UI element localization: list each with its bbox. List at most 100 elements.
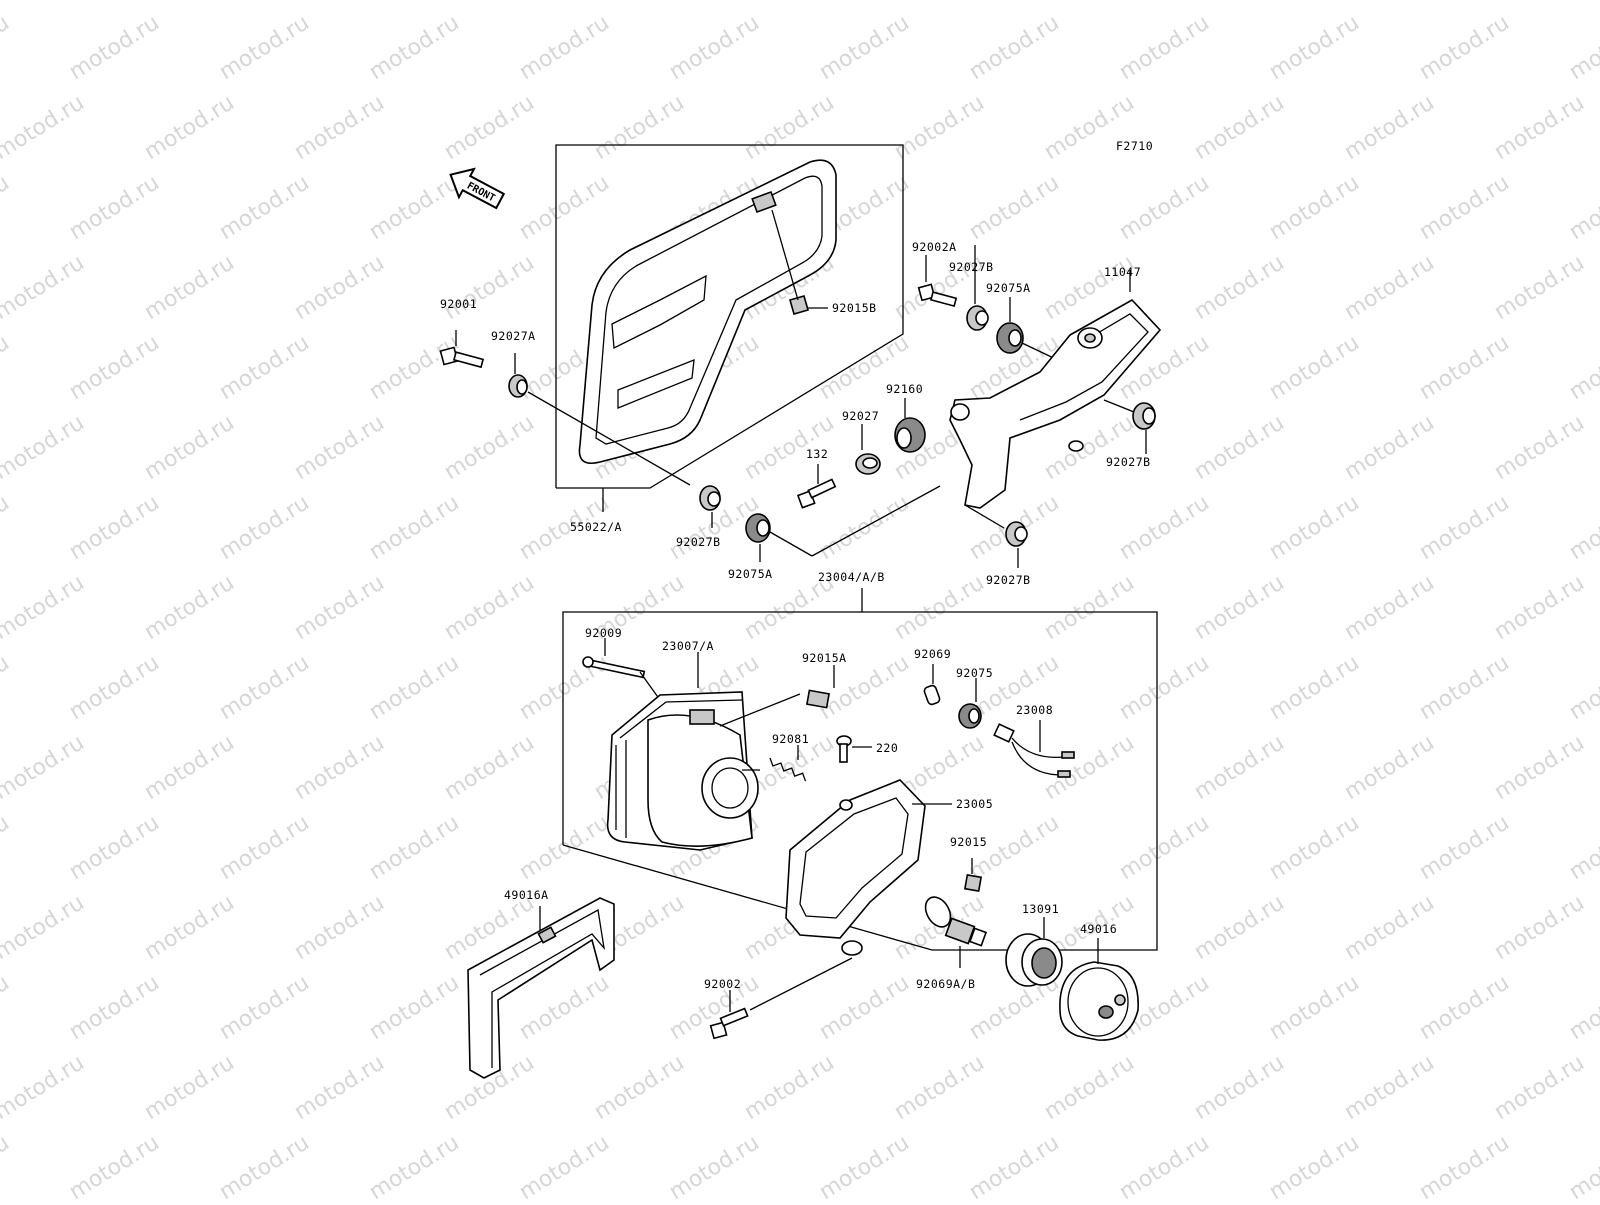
watermark-text: motod.ru bbox=[1490, 570, 1589, 645]
watermark-text: motod.ru bbox=[590, 0, 689, 5]
watermark-text: motod.ru bbox=[590, 90, 689, 165]
socket-23008-part bbox=[993, 720, 1075, 778]
watermark-text: motod.ru bbox=[1490, 250, 1589, 325]
label-92015a: 92015A bbox=[802, 651, 847, 665]
watermark-text: motod.ru bbox=[215, 650, 314, 725]
watermark-text: motod.ru bbox=[140, 0, 239, 5]
watermark-text: motod.ru bbox=[740, 0, 839, 5]
watermark-text: motod.ru bbox=[665, 10, 764, 85]
watermark-text: motod.ru bbox=[0, 10, 14, 85]
label-92075a-bottom: 92075A bbox=[728, 567, 773, 581]
watermark-text: motod.ru bbox=[0, 1130, 14, 1200]
watermark-text: motod.ru bbox=[365, 490, 464, 565]
watermark-text: motod.ru bbox=[1190, 90, 1289, 165]
label-92002: 92002 bbox=[704, 977, 741, 991]
label-92075a-top: 92075A bbox=[986, 281, 1031, 295]
watermark-text: motod.ru bbox=[1565, 650, 1600, 725]
label-132: 132 bbox=[806, 447, 828, 461]
watermark-text: motod.ru bbox=[1565, 10, 1600, 85]
watermark-text: motod.ru bbox=[1190, 250, 1289, 325]
watermark-text: motod.ru bbox=[140, 90, 239, 165]
watermark-text: motod.ru bbox=[0, 330, 14, 405]
watermark-text: motod.ru bbox=[1265, 490, 1364, 565]
watermark-text: motod.ru bbox=[440, 570, 539, 645]
watermark-text: motod.ru bbox=[1115, 170, 1214, 245]
watermark-text: motod.ru bbox=[1265, 1130, 1364, 1200]
watermark-text: motod.ru bbox=[1265, 970, 1364, 1045]
label-92027b-bottom: 92027B bbox=[986, 573, 1031, 587]
watermark-text: motod.ru bbox=[1415, 810, 1514, 885]
watermark-text: motod.ru bbox=[365, 810, 464, 885]
label-92001: 92001 bbox=[440, 297, 477, 311]
watermark-text: motod.ru bbox=[365, 10, 464, 85]
watermark-text: motod.ru bbox=[1040, 90, 1139, 165]
watermark-text: motod.ru bbox=[0, 810, 14, 885]
screw-220-part bbox=[836, 735, 872, 763]
upper-cowl-part bbox=[578, 159, 837, 464]
watermark-text: motod.ru bbox=[890, 1050, 989, 1125]
watermark-text: motod.ru bbox=[1040, 570, 1139, 645]
watermark-text: motod.ru bbox=[290, 0, 389, 5]
watermark-text: motod.ru bbox=[440, 90, 539, 165]
cowl-group-box bbox=[555, 144, 904, 489]
watermark-text: motod.ru bbox=[65, 970, 164, 1045]
watermark-text: motod.ru bbox=[965, 170, 1064, 245]
watermark-text: motod.ru bbox=[815, 1130, 914, 1200]
frame-23005-part bbox=[749, 779, 952, 1011]
watermark-text: motod.ru bbox=[1340, 0, 1439, 5]
watermark-text: motod.ru bbox=[1415, 170, 1514, 245]
watermark-text: motod.ru bbox=[0, 490, 14, 565]
watermark-text: motod.ru bbox=[515, 10, 614, 85]
watermark-text: motod.ru bbox=[1490, 1050, 1589, 1125]
watermark-text: motod.ru bbox=[215, 330, 314, 405]
cover-49016a-part bbox=[467, 897, 615, 1079]
watermark-text: motod.ru bbox=[0, 650, 14, 725]
collar-92027b-top-part bbox=[966, 245, 989, 331]
headlight-unit-23007-part bbox=[606, 652, 759, 851]
watermark-text: motod.ru bbox=[1115, 1130, 1214, 1200]
watermark-text: motod.ru bbox=[65, 490, 164, 565]
watermark-text: motod.ru bbox=[440, 0, 539, 5]
watermark-text: motod.ru bbox=[515, 170, 614, 245]
label-92015: 92015 bbox=[950, 835, 987, 849]
label-23008: 23008 bbox=[1016, 703, 1053, 717]
watermark-text: motod.ru bbox=[590, 1050, 689, 1125]
clip-92015-part bbox=[963, 858, 983, 893]
watermark-text: motod.ru bbox=[1340, 730, 1439, 805]
watermark-text: motod.ru bbox=[1415, 650, 1514, 725]
watermark-text: motod.ru bbox=[515, 810, 614, 885]
watermark-text: motod.ru bbox=[1190, 410, 1289, 485]
watermark-text: motod.ru bbox=[1565, 330, 1600, 405]
grommet-92160-part bbox=[894, 398, 926, 453]
watermark-text: motod.ru bbox=[290, 570, 389, 645]
grommet-92075-part bbox=[958, 678, 982, 729]
collar-92027b-left-part bbox=[699, 485, 721, 528]
watermark-text: motod.ru bbox=[0, 250, 89, 325]
bolt-92002-part bbox=[709, 990, 749, 1040]
watermark-text: motod.ru bbox=[1190, 1050, 1289, 1125]
grommet-92075a-top-part bbox=[996, 297, 1063, 363]
watermark-text: motod.ru bbox=[665, 1130, 764, 1200]
watermark-text: motod.ru bbox=[65, 330, 164, 405]
watermark-text: motod.ru bbox=[290, 1050, 389, 1125]
watermark-text: motod.ru bbox=[0, 1050, 89, 1125]
grommet-92075a-bottom-part bbox=[745, 485, 941, 562]
watermark-text: motod.ru bbox=[740, 90, 839, 165]
retainer-13091-part bbox=[1005, 917, 1063, 987]
watermark-text: motod.ru bbox=[1265, 330, 1364, 405]
watermark-text: motod.ru bbox=[290, 410, 389, 485]
watermark-text: motod.ru bbox=[365, 170, 464, 245]
bolt-92002a-part bbox=[917, 255, 958, 308]
watermark-text: motod.ru bbox=[140, 1050, 239, 1125]
label-23004: 23004/A/B bbox=[818, 570, 885, 584]
watermark-text: motod.ru bbox=[365, 330, 464, 405]
watermark-text: motod.ru bbox=[1490, 730, 1589, 805]
clip-92015a-part bbox=[719, 665, 835, 727]
label-92027b-right: 92027B bbox=[1106, 455, 1151, 469]
watermark-text: motod.ru bbox=[1415, 10, 1514, 85]
label-92027a: 92027A bbox=[491, 329, 536, 343]
collar-92027a-part bbox=[508, 353, 691, 486]
label-220: 220 bbox=[876, 741, 898, 755]
